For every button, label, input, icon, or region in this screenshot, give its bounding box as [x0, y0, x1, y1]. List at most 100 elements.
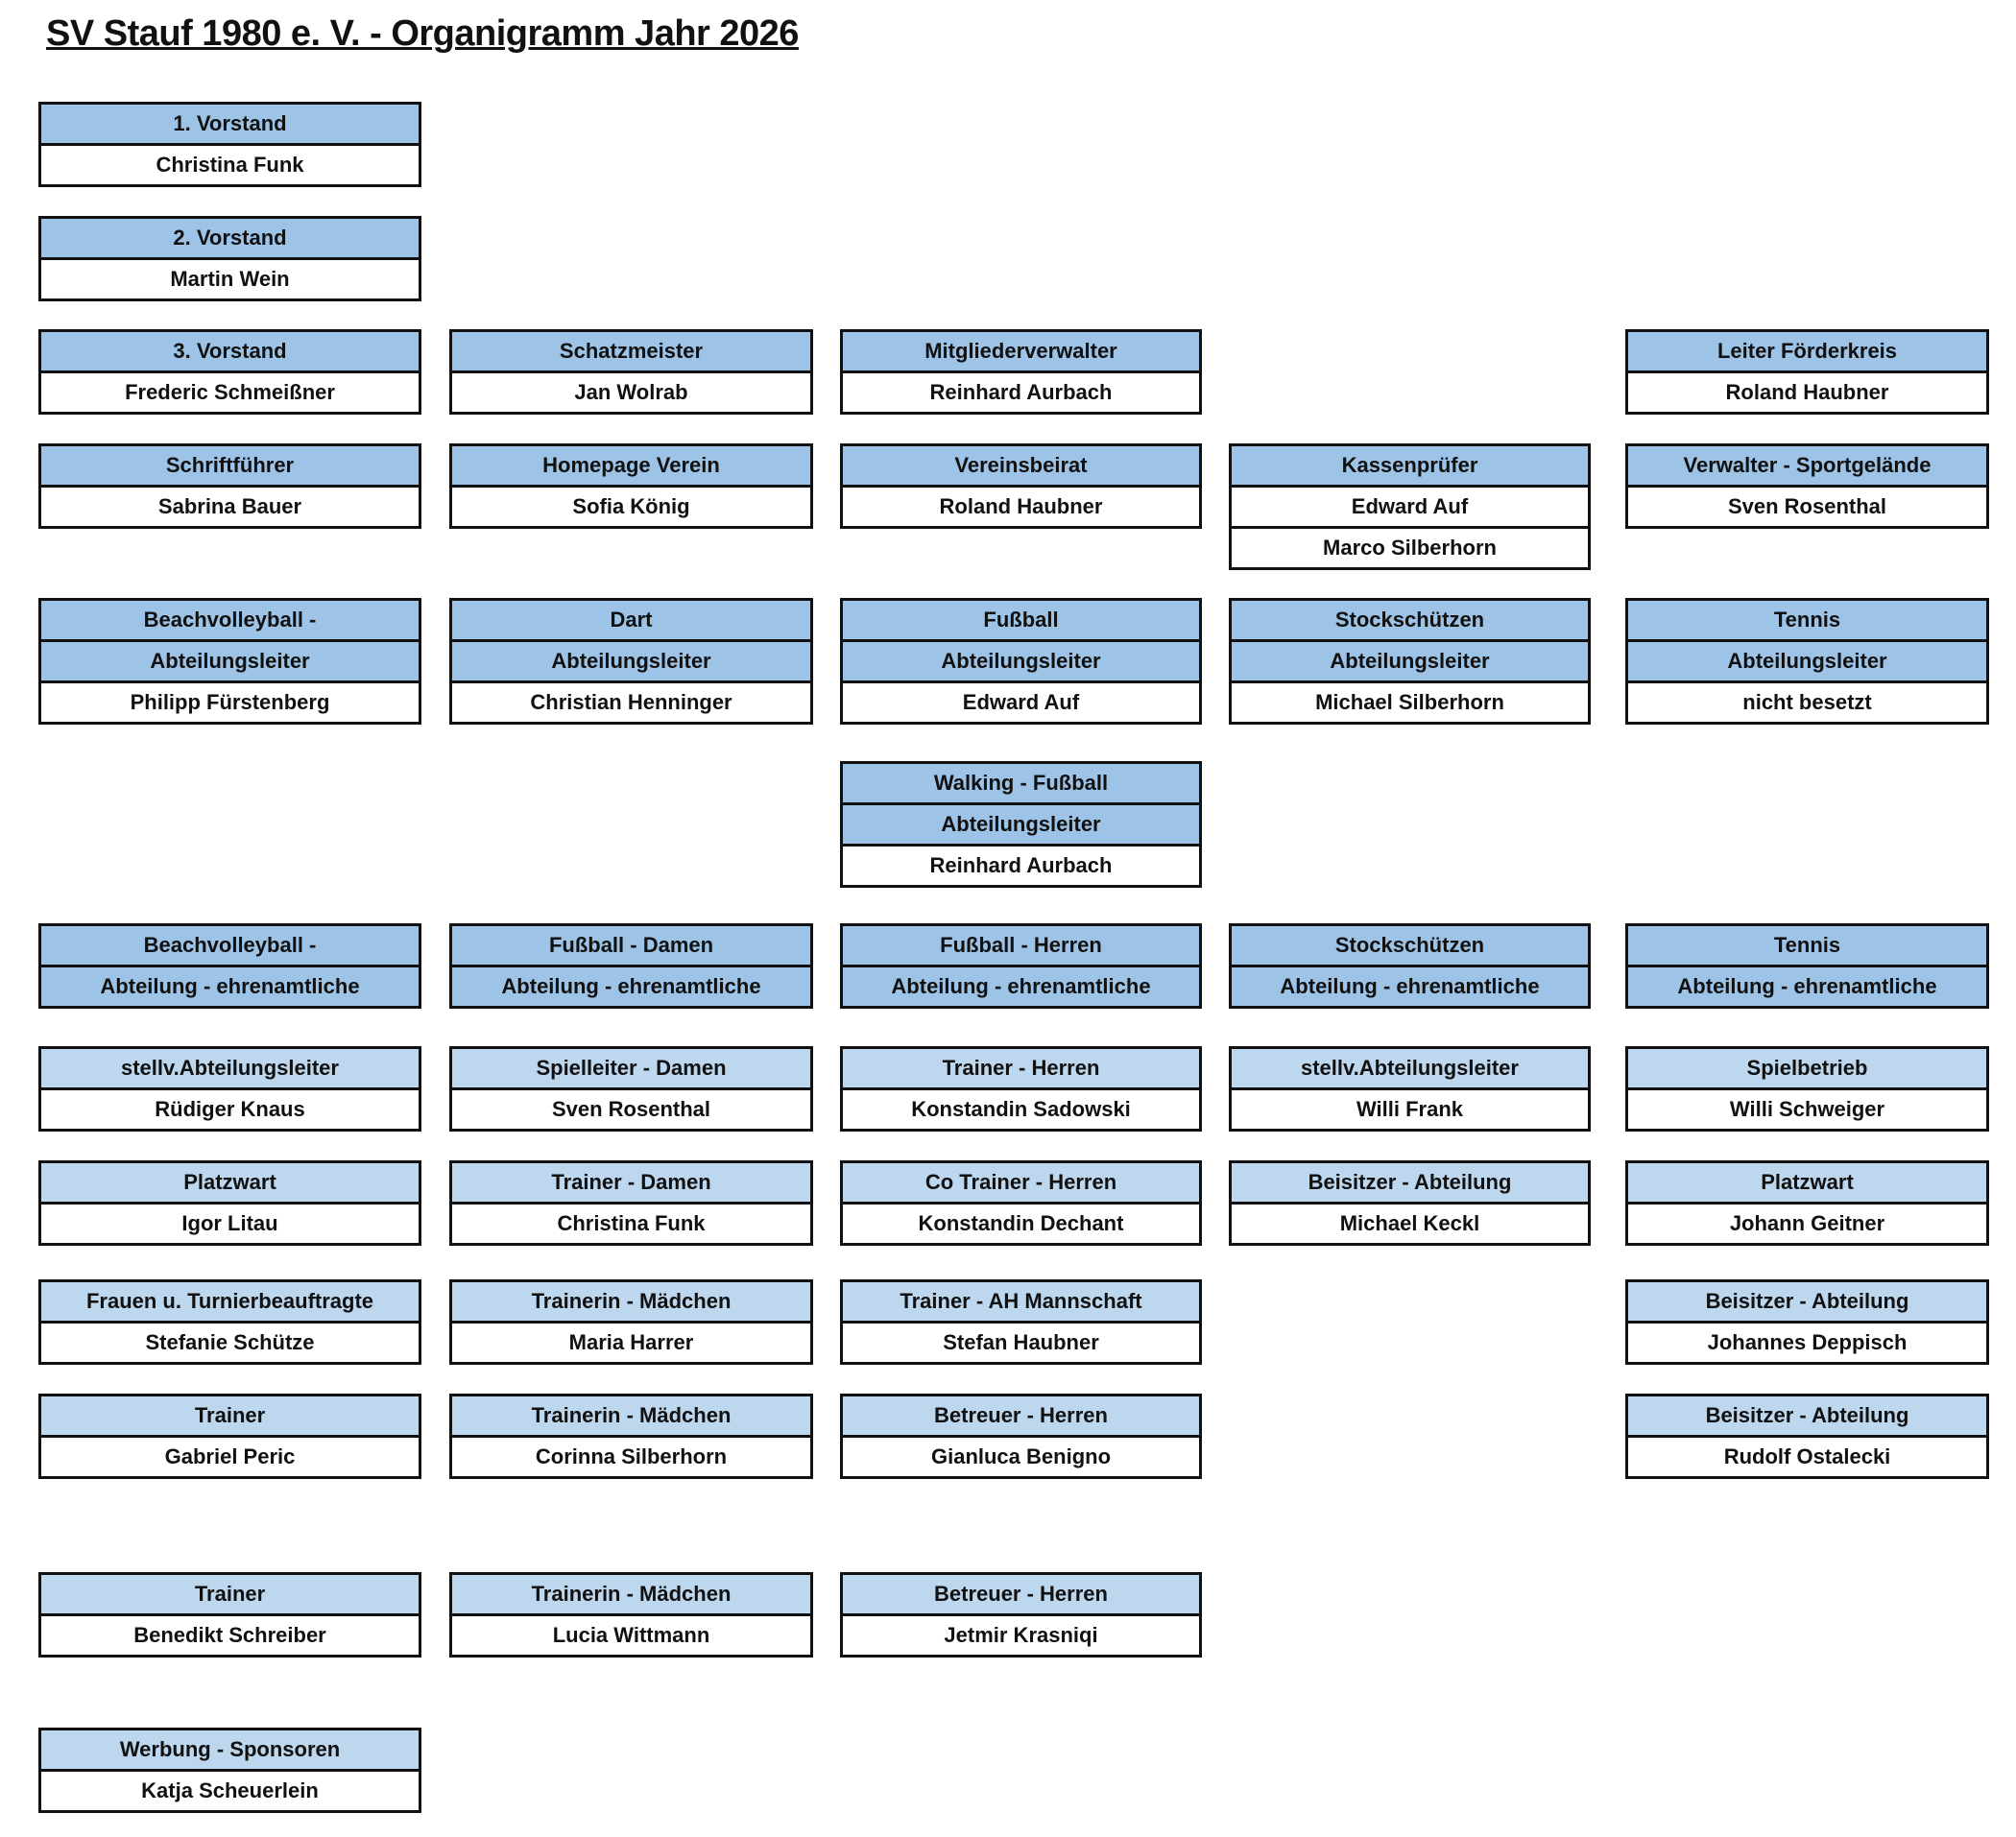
role-title: Abteilungsleiter [452, 639, 810, 680]
role-title: Schatzmeister [452, 332, 810, 370]
role-title: Frauen u. Turnierbeauftragte [41, 1282, 419, 1321]
person-name: Maria Harrer [452, 1321, 810, 1362]
role-title: Abteilungsleiter [1628, 639, 1986, 680]
role-title: Beachvolleyball - [41, 601, 419, 639]
person-name: Konstandin Dechant [843, 1202, 1199, 1243]
role-title: Trainer [41, 1575, 419, 1613]
role-title: Platzwart [41, 1163, 419, 1202]
person-name: Rudolf Ostalecki [1628, 1435, 1986, 1476]
person-name: Edward Auf [1232, 485, 1588, 526]
role-title: Spielbetrieb [1628, 1049, 1986, 1087]
person-name: Johannes Deppisch [1628, 1321, 1986, 1362]
role-title: Tennis [1628, 601, 1986, 639]
role-title: Abteilung - ehrenamtliche [452, 965, 810, 1006]
role-title: 2. Vorstand [41, 219, 419, 257]
role-title: Abteilungsleiter [843, 639, 1199, 680]
person-name: Sven Rosenthal [452, 1087, 810, 1129]
role-title: Stockschützen [1232, 926, 1588, 965]
person-name: Edward Auf [843, 680, 1199, 722]
person-name: Konstandin Sadowski [843, 1087, 1199, 1129]
person-name: Jan Wolrab [452, 370, 810, 412]
role-title: Spielleiter - Damen [452, 1049, 810, 1087]
role-title: Homepage Verein [452, 446, 810, 485]
person-name: Rüdiger Knaus [41, 1087, 419, 1129]
role-title: Verwalter - Sportgelände [1628, 446, 1986, 485]
role-title: Schriftführer [41, 446, 419, 485]
role-title: Betreuer - Herren [843, 1396, 1199, 1435]
person-name: Christian Henninger [452, 680, 810, 722]
person-name: Corinna Silberhorn [452, 1435, 810, 1476]
person-name: Gabriel Peric [41, 1435, 419, 1476]
role-title: Abteilungsleiter [41, 639, 419, 680]
person-name: Philipp Fürstenberg [41, 680, 419, 722]
person-name: Sabrina Bauer [41, 485, 419, 526]
person-name: Jetmir Krasniqi [843, 1613, 1199, 1655]
role-title: Trainer - Herren [843, 1049, 1199, 1087]
person-name: Roland Haubner [1628, 370, 1986, 412]
page-title: SV Stauf 1980 e. V. - Organigramm Jahr 2… [46, 13, 799, 54]
person-name: Sofia König [452, 485, 810, 526]
role-title: Co Trainer - Herren [843, 1163, 1199, 1202]
person-name: Benedikt Schreiber [41, 1613, 419, 1655]
role-title: Abteilung - ehrenamtliche [843, 965, 1199, 1006]
role-title: Trainerin - Mädchen [452, 1396, 810, 1435]
role-title: Platzwart [1628, 1163, 1986, 1202]
role-title: 1. Vorstand [41, 105, 419, 143]
person-name: Lucia Wittmann [452, 1613, 810, 1655]
role-title: Trainerin - Mädchen [452, 1575, 810, 1613]
person-name: Reinhard Aurbach [843, 844, 1199, 885]
role-title: Mitgliederverwalter [843, 332, 1199, 370]
person-name: Gianluca Benigno [843, 1435, 1199, 1476]
person-name: Stefanie Schütze [41, 1321, 419, 1362]
person-name: Michael Keckl [1232, 1202, 1588, 1243]
role-title: Abteilung - ehrenamtliche [1232, 965, 1588, 1006]
role-title: Trainerin - Mädchen [452, 1282, 810, 1321]
person-name: Marco Silberhorn [1232, 526, 1588, 567]
role-title: Vereinsbeirat [843, 446, 1199, 485]
role-title: Trainer - AH Mannschaft [843, 1282, 1199, 1321]
role-title: Abteilung - ehrenamtliche [1628, 965, 1986, 1006]
person-name: Martin Wein [41, 257, 419, 298]
person-name: Igor Litau [41, 1202, 419, 1243]
person-name: Christina Funk [41, 143, 419, 184]
person-name: Willi Schweiger [1628, 1087, 1986, 1129]
person-name: Reinhard Aurbach [843, 370, 1199, 412]
role-title: Kassenprüfer [1232, 446, 1588, 485]
person-name: Stefan Haubner [843, 1321, 1199, 1362]
